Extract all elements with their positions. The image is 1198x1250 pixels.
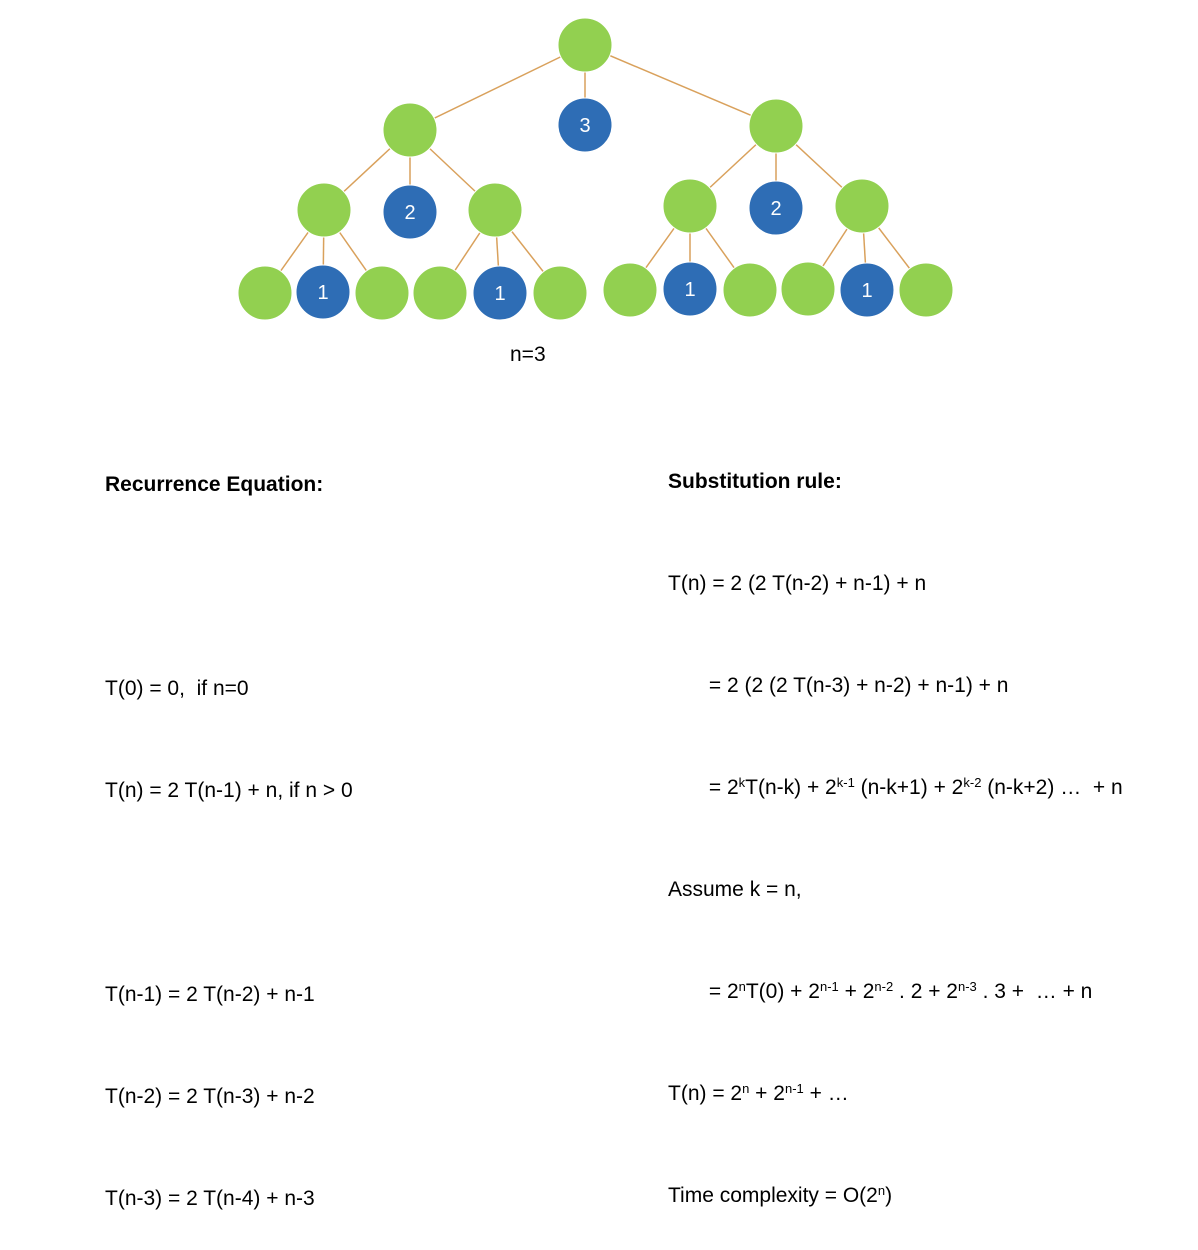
call-node	[557, 17, 613, 73]
call-node	[296, 182, 352, 238]
value-node: 1	[295, 264, 351, 320]
value-node: 1	[839, 262, 895, 318]
recurrence-general-case: T(n) = 2 T(n-1) + n, if n > 0	[105, 779, 353, 802]
value-node: 1	[662, 261, 718, 317]
node-circle	[382, 102, 438, 158]
node-circle	[557, 17, 613, 73]
substitution-step-3: = 2kT(n-k) + 2k-1 (n-k+1) + 2k-2 (n-k+2)…	[668, 775, 1123, 799]
node-circle	[532, 265, 588, 321]
value-node: 2	[748, 180, 804, 236]
node-circle	[748, 98, 804, 154]
call-node	[467, 182, 523, 238]
substitution-step-5: = 2nT(0) + 2n-1 + 2n-2 . 2 + 2n-3 . 3 + …	[668, 979, 1093, 1003]
substitution-step-2: = 2 (2 (2 T(n-3) + n-2) + n-1) + n	[668, 674, 1009, 697]
call-node	[834, 178, 890, 234]
spacer	[105, 570, 353, 604]
substitution-assumption: Assume k = n,	[668, 878, 802, 901]
node-circle	[472, 265, 528, 321]
call-node	[382, 102, 438, 158]
call-node	[722, 262, 778, 318]
spacer	[105, 876, 353, 910]
recursion-tree: 3 2 2 1 1 1 1	[237, 17, 954, 321]
tree-nodes: 3 2 2 1 1 1 1	[237, 17, 954, 321]
node-circle	[834, 178, 890, 234]
node-circle	[295, 264, 351, 320]
node-circle	[237, 265, 293, 321]
recurrence-heading: Recurrence Equation:	[105, 473, 324, 496]
n-value-label: n=3	[510, 343, 546, 366]
value-node: 2	[382, 184, 438, 240]
node-circle	[748, 180, 804, 236]
recurrence-expansion: T(n-3) = 2 T(n-4) + n-3	[105, 1187, 315, 1210]
node-circle	[662, 261, 718, 317]
node-circle	[412, 265, 468, 321]
node-circle	[602, 262, 658, 318]
node-circle	[557, 97, 613, 153]
node-label: 3	[579, 115, 590, 137]
node-label: 2	[770, 198, 781, 220]
substitution-result: T(n) = 2n + 2n-1 + …	[668, 1081, 849, 1105]
call-node	[237, 265, 293, 321]
call-node	[780, 261, 836, 317]
node-label: 1	[494, 283, 505, 305]
substitution-heading: Substitution rule:	[668, 470, 842, 493]
tree-edge	[409, 44, 586, 131]
recurrence-expansion: T(n-2) = 2 T(n-3) + n-2	[105, 1085, 315, 1108]
node-circle	[296, 182, 352, 238]
recurrence-base-case: T(0) = 0, if n=0	[105, 677, 249, 700]
tree-edge	[584, 44, 777, 127]
value-node: 3	[557, 97, 613, 153]
call-node	[898, 262, 954, 318]
call-node	[662, 178, 718, 234]
node-circle	[467, 182, 523, 238]
call-node	[354, 265, 410, 321]
call-node	[412, 265, 468, 321]
node-label: 1	[684, 279, 695, 301]
node-circle	[354, 265, 410, 321]
node-label: 1	[861, 280, 872, 302]
node-circle	[382, 184, 438, 240]
substitution-section: Substitution rule: T(n) = 2 (2 T(n-2) + …	[668, 397, 1123, 1247]
node-label: 1	[317, 282, 328, 304]
call-node	[602, 262, 658, 318]
recurrence-section: Recurrence Equation: T(0) = 0, if n=0 T(…	[105, 400, 353, 1250]
node-circle	[722, 262, 778, 318]
call-node	[748, 98, 804, 154]
node-circle	[780, 261, 836, 317]
substitution-step-1: T(n) = 2 (2 T(n-2) + n-1) + n	[668, 572, 927, 595]
call-node	[532, 265, 588, 321]
node-circle	[662, 178, 718, 234]
tree-edges	[264, 44, 927, 294]
recurrence-expansion: T(n-1) = 2 T(n-2) + n-1	[105, 983, 315, 1006]
node-circle	[839, 262, 895, 318]
time-complexity: Time complexity = O(2n)	[668, 1183, 893, 1207]
node-circle	[898, 262, 954, 318]
value-node: 1	[472, 265, 528, 321]
node-label: 2	[404, 202, 415, 224]
